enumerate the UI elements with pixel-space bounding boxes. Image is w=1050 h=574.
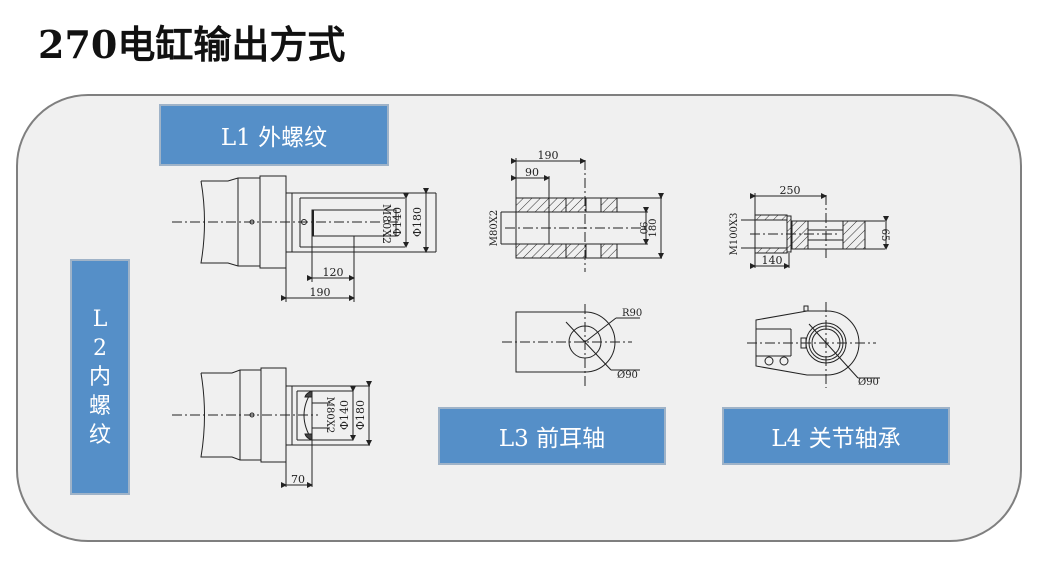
l4-len-thread: 140 [762,254,783,267]
drawing-l3-clevis-top [502,304,640,388]
l1-len-short: 120 [323,266,344,279]
page-title: 270电缸输出方式 [38,22,346,67]
drawing-l3-clevis-side [500,158,664,272]
l3-thread-spec: M80X2 [489,210,500,246]
l2-depth: 70 [291,473,305,486]
label-l2-char: 2 [93,335,107,361]
l4-thread-spec: M100X3 [729,213,740,256]
l3-len-total: 190 [538,149,559,162]
l2-dia-outer: Φ180 [354,400,367,430]
l2-dia-inner: Φ140 [338,400,351,430]
l1-thread-spec: M80X2 [380,204,393,244]
l4-top-hole: Ø90 [858,377,879,388]
l3-top-hole: Ø90 [617,370,638,381]
drawing-l2-internal-thread [172,367,372,488]
l1-dia-inner: Φ140 [391,207,404,237]
l4-width: 65 [879,229,890,242]
label-l2-char: 螺 [88,393,111,419]
l4-len-total: 250 [780,184,801,197]
l3-len-thread: 90 [525,166,539,179]
drawing-l4-rod-end-side [741,193,889,269]
label-l2-char: 纹 [88,422,111,448]
l3-hole: 90 [637,222,648,235]
drawing-l4-rod-end-top [747,302,880,388]
label-l3-front-clevis: L3 前耳轴 [438,407,666,465]
output-methods-panel [16,94,1022,542]
l3-radius: R90 [622,308,642,319]
label-l2-char: L [92,306,108,332]
label-l2-internal-thread: L 2 内 螺 纹 [70,259,130,495]
l3-height: 180 [648,218,659,237]
label-l4-rod-end-bearing: L4 关节轴承 [722,407,950,465]
label-l2-char: 内 [88,364,111,390]
label-l1-external-thread: L1 外螺纹 [159,104,389,166]
l2-thread-spec: M80X2 [324,397,335,433]
l1-len-long: 190 [310,286,331,299]
l1-dia-outer: Φ180 [411,207,424,237]
drawing-l1-external-thread [172,175,437,302]
